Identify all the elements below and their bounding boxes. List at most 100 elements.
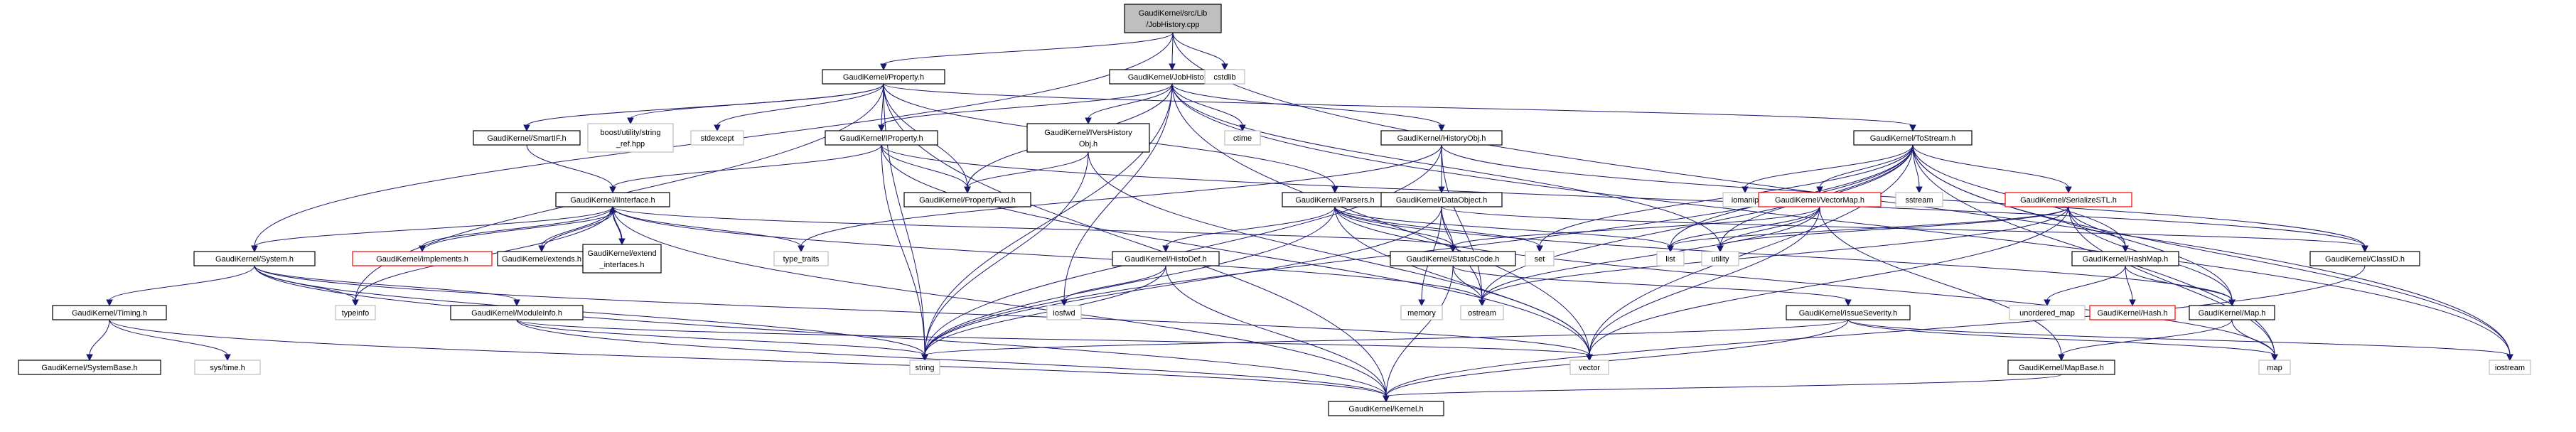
edge-issueseverity-to-iostream bbox=[1847, 319, 2511, 356]
edge-timing-to-kernel bbox=[109, 319, 1387, 397]
edge-dataobject-to-classid bbox=[1441, 206, 2366, 247]
arrowhead-icon bbox=[1667, 245, 1674, 253]
node-label: GaudiKernel/ModuleInfo.h bbox=[471, 309, 562, 318]
edge-vectormap-to-ostream bbox=[1481, 206, 1820, 301]
arrowhead-icon bbox=[2065, 186, 2072, 194]
arrowhead-icon bbox=[714, 124, 721, 132]
edge-iinterface-to-typetraits bbox=[612, 206, 802, 247]
node-hashmap[interactable]: GaudiKernel/HashMap.h bbox=[2071, 251, 2179, 266]
node-timing[interactable]: GaudiKernel/Timing.h bbox=[52, 305, 167, 320]
node-classid[interactable]: GaudiKernel/ClassID.h bbox=[2309, 251, 2420, 266]
node-root[interactable]: GaudiKernel/src/Lib/JobHistory.cpp bbox=[1124, 4, 1222, 33]
node-set: set bbox=[1525, 251, 1555, 266]
node-issueseverity[interactable]: GaudiKernel/IssueSeverity.h bbox=[1786, 305, 1911, 320]
node-label: GaudiKernel/implements.h bbox=[376, 255, 468, 264]
node-dataobject[interactable]: GaudiKernel/DataObject.h bbox=[1380, 192, 1503, 207]
node-label: boost/utility/string bbox=[601, 129, 661, 137]
node-tostream[interactable]: GaudiKernel/ToStream.h bbox=[1853, 130, 1973, 146]
node-box bbox=[450, 305, 584, 320]
edge-histodef-to-iosfwd bbox=[1063, 265, 1166, 301]
node-box bbox=[2258, 360, 2291, 375]
node-histodef[interactable]: GaudiKernel/HistoDef.h bbox=[1112, 251, 1220, 266]
node-jobhistory[interactable]: GaudiKernel/JobHistory.h bbox=[1109, 69, 1235, 85]
arrowhead-icon bbox=[2129, 299, 2136, 307]
edge-system-to-string bbox=[254, 265, 925, 356]
arrowhead-icon bbox=[878, 124, 885, 132]
node-systembase[interactable]: GaudiKernel/SystemBase.h bbox=[18, 360, 161, 375]
edge-vectormap-to-vector bbox=[1589, 206, 1820, 356]
arrowhead-icon bbox=[921, 354, 928, 362]
node-label: GaudiKernel/Timing.h bbox=[72, 309, 147, 318]
node-mapbase[interactable]: GaudiKernel/MapBase.h bbox=[2007, 360, 2115, 375]
edge-implements-to-iinterface bbox=[422, 211, 613, 252]
edge-root-to-cstdlib bbox=[1172, 32, 1225, 65]
node-iomanip: iomanip bbox=[1722, 192, 1768, 207]
node-label: type_traits bbox=[783, 255, 820, 264]
node-label: GaudiKernel/SystemBase.h bbox=[41, 364, 137, 372]
node-box bbox=[909, 360, 940, 375]
edge-timing-to-systime bbox=[109, 319, 228, 356]
node-label: GaudiKernel/Kernel.h bbox=[1348, 405, 1423, 414]
node-serializestl[interactable]: GaudiKernel/SerializeSTL.h bbox=[2005, 192, 2132, 207]
node-historyobj[interactable]: GaudiKernel/HistoryObj.h bbox=[1380, 130, 1503, 146]
node-box bbox=[2489, 360, 2531, 375]
edge-moduleinfo-to-vector bbox=[516, 319, 1590, 356]
node-hash[interactable]: GaudiKernel/Hash.h bbox=[2089, 305, 2176, 320]
node-label: GaudiKernel/Property.h bbox=[843, 73, 924, 82]
node-iinterface[interactable]: GaudiKernel/IInterface.h bbox=[555, 192, 670, 207]
node-box bbox=[1758, 192, 1882, 207]
node-box bbox=[1525, 251, 1555, 266]
edge-parsers-to-statuscode bbox=[1334, 206, 1454, 247]
arrowhead-icon bbox=[513, 299, 520, 307]
node-label: Obj.h bbox=[1079, 140, 1098, 148]
node-smartif[interactable]: GaudiKernel/SmartIF.h bbox=[473, 130, 581, 146]
node-label: sstream bbox=[1905, 196, 1933, 205]
node-extendif[interactable]: GaudiKernel/extend_interfaces.h bbox=[582, 244, 662, 274]
node-propertyfwd[interactable]: GaudiKernel/PropertyFwd.h bbox=[903, 192, 1031, 207]
edge-serializestl-to-utility bbox=[1719, 206, 2069, 247]
node-box bbox=[1328, 401, 1444, 416]
edge-vectormap-to-statuscode bbox=[1452, 206, 1820, 247]
edge-moduleinfo-to-string bbox=[516, 319, 925, 356]
arrowhead-icon bbox=[1438, 124, 1445, 132]
edge-iinterface-to-statuscode bbox=[612, 206, 1454, 247]
node-system[interactable]: GaudiKernel/System.h bbox=[193, 251, 316, 266]
edge-property-to-stdexcept bbox=[717, 83, 884, 126]
node-property[interactable]: GaudiKernel/Property.h bbox=[822, 69, 945, 85]
edge-hashmap-to-map_h bbox=[2125, 265, 2233, 301]
node-parsers[interactable]: GaudiKernel/Parsers.h bbox=[1282, 192, 1388, 207]
node-extends[interactable]: GaudiKernel/extends.h bbox=[497, 251, 586, 266]
node-utility: utility bbox=[1701, 251, 1739, 266]
node-label: GaudiKernel/Map.h bbox=[2199, 309, 2266, 318]
node-label: map bbox=[2267, 364, 2282, 372]
node-kernel[interactable]: GaudiKernel/Kernel.h bbox=[1328, 401, 1444, 416]
node-box bbox=[1569, 360, 1609, 375]
node-map_h[interactable]: GaudiKernel/Map.h bbox=[2189, 305, 2275, 320]
node-box bbox=[2089, 305, 2176, 320]
edge-serializestl-to-hashmap bbox=[2068, 206, 2126, 247]
node-ostream: ostream bbox=[1460, 305, 1504, 320]
node-label: typeinfo bbox=[342, 309, 370, 318]
node-box bbox=[690, 130, 744, 146]
node-iproperty[interactable]: GaudiKernel/IProperty.h bbox=[825, 130, 938, 146]
node-moduleinfo[interactable]: GaudiKernel/ModuleInfo.h bbox=[450, 305, 584, 320]
node-implements[interactable]: GaudiKernel/implements.h bbox=[352, 251, 493, 266]
edge-tostream-to-map bbox=[1912, 144, 2275, 356]
node-label: GaudiKernel/HistoryObj.h bbox=[1397, 134, 1486, 143]
edge-iproperty-to-vector bbox=[881, 144, 1590, 356]
edge-map_h-to-mapbase bbox=[2061, 319, 2233, 356]
edge-iinterface-to-system bbox=[254, 206, 613, 247]
node-box bbox=[352, 251, 493, 266]
edge-parsers-to-histodef bbox=[1165, 206, 1336, 247]
edge-parsers-to-set bbox=[1334, 206, 1540, 247]
arrowhead-icon bbox=[1478, 299, 1486, 307]
node-box bbox=[335, 305, 376, 320]
node-boost: boost/utility/string_ref.hpp bbox=[587, 123, 674, 153]
node-label: ostream bbox=[1468, 309, 1496, 318]
node-label: ctime bbox=[1233, 134, 1252, 143]
node-label: /JobHistory.cpp bbox=[1147, 21, 1200, 29]
arrowhead-icon bbox=[2506, 354, 2513, 362]
node-vectormap[interactable]: GaudiKernel/VectorMap.h bbox=[1758, 192, 1882, 207]
node-statuscode[interactable]: GaudiKernel/StatusCode.h bbox=[1390, 251, 1516, 266]
